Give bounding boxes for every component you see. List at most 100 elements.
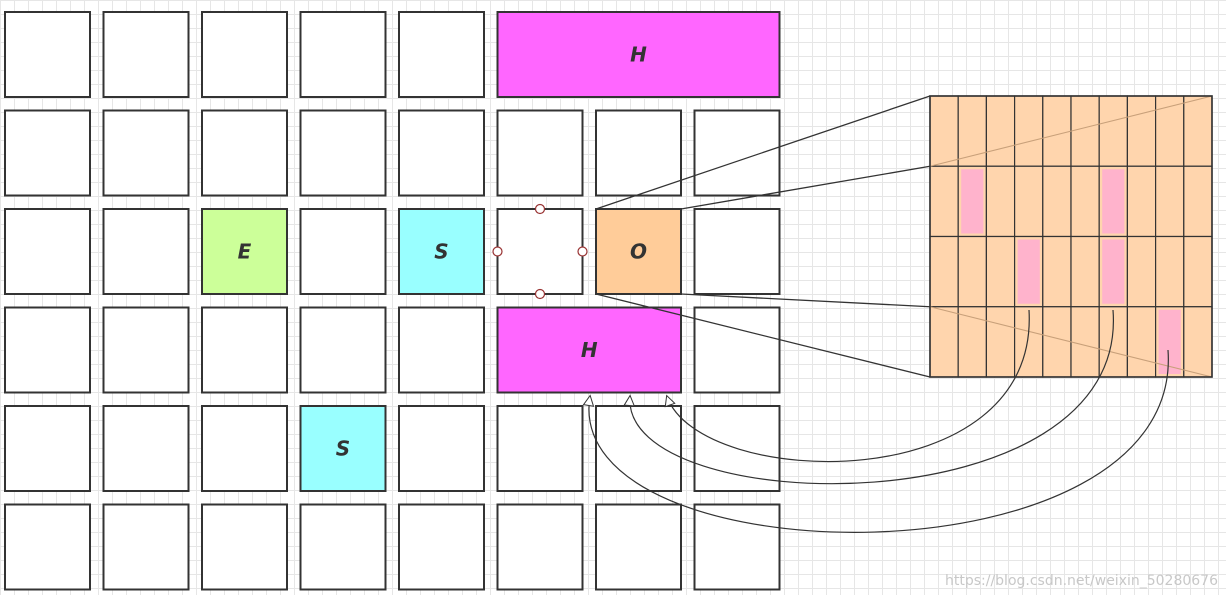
detail-subcell (1042, 95, 1072, 167)
detail-subcell (929, 306, 959, 378)
grid-cell-empty (595, 503, 682, 591)
grid-cell-h: H (496, 306, 682, 394)
grid-cell-empty (398, 109, 485, 197)
grid-cell-empty (201, 306, 288, 394)
grid-cell-e: E (201, 208, 288, 295)
selection-handle[interactable] (577, 246, 588, 257)
detail-subcell (1013, 95, 1044, 167)
detail-guide-line (929, 95, 1213, 167)
detail-subcell (929, 235, 959, 308)
detail-subcell (929, 95, 959, 167)
zoom-line (680, 165, 931, 210)
grid-cell-empty (693, 503, 781, 591)
grid-cell-empty (4, 208, 91, 295)
detail-subcell (1098, 95, 1128, 167)
grid-cell-s: S (398, 208, 485, 295)
grid-cell-empty (299, 109, 387, 197)
cell-label: E (238, 240, 252, 264)
detail-subcell (1183, 165, 1213, 238)
detail-subcell (1013, 165, 1044, 238)
grid-cell-empty (496, 109, 584, 197)
grid-cell-empty (4, 109, 91, 197)
grid-cell-empty (595, 109, 682, 197)
highlight-mark (961, 169, 984, 234)
grid-cell-empty (398, 503, 485, 591)
detail-subcell (957, 235, 988, 308)
grid-cell-s: S (299, 405, 387, 492)
zoom-line (595, 293, 931, 378)
grid-cell-empty (496, 503, 584, 591)
arrow-curve (623, 309, 1114, 485)
detail-subcell (985, 165, 1016, 238)
grid-cell-empty (201, 11, 288, 98)
grid-cell-empty (693, 306, 781, 394)
detail-subcell (1070, 235, 1100, 308)
grid-cell-empty (4, 306, 91, 394)
detail-subcell (929, 165, 959, 238)
grid-cell-empty (201, 109, 288, 197)
grid-cell-empty (201, 503, 288, 591)
selection-handle[interactable] (534, 288, 546, 300)
detail-border (929, 95, 1213, 378)
detail-subcell (1154, 95, 1185, 167)
detail-subcell (1154, 165, 1185, 238)
grid-cell-empty (4, 503, 91, 591)
selection-handle[interactable] (534, 203, 546, 215)
grid-cell-selected (496, 208, 584, 295)
zoom-connector-lines (595, 95, 931, 378)
cell-label: H (581, 338, 598, 362)
grid-cell-empty (299, 503, 387, 591)
arrow-curve (664, 309, 1030, 463)
grid-cell-empty (201, 405, 288, 492)
grid-cell-empty (102, 405, 190, 492)
detail-subcell (1126, 165, 1157, 238)
detail-subcell (1042, 235, 1072, 308)
grid-cell-empty (299, 306, 387, 394)
grid-cell-empty (496, 405, 584, 492)
grid-cell-empty (398, 306, 485, 394)
grid-cell-empty (595, 405, 682, 492)
grid-cell-empty (693, 109, 781, 197)
grid-cell-empty (4, 405, 91, 492)
cell-label: S (336, 437, 350, 461)
grid-cell-empty (299, 11, 387, 98)
detail-guide-line (929, 306, 1213, 378)
grid-cell-empty (102, 306, 190, 394)
detail-subcell (1042, 165, 1072, 238)
grid-cell-empty (102, 11, 190, 98)
detail-subcell (1070, 165, 1100, 238)
detail-subcell (1126, 306, 1157, 378)
grid-cell-empty (102, 503, 190, 591)
zoom-line (595, 95, 931, 210)
detail-subcell (1126, 95, 1157, 167)
cell-label: S (434, 240, 448, 264)
grid-cell-empty (102, 208, 190, 295)
cell-label: H (630, 43, 647, 67)
detail-subcell (985, 95, 1016, 167)
grid-cell-o: O (595, 208, 682, 295)
selection-handle[interactable] (492, 246, 503, 257)
cell-label: O (630, 240, 647, 264)
cell-grid: H E S O H S (4, 11, 781, 591)
grid-cell-empty (102, 109, 190, 197)
watermark-text: https://blog.csdn.net/weixin_50280676 (944, 573, 1218, 589)
highlight-mark (1102, 239, 1125, 304)
highlight-mark (1158, 309, 1181, 374)
detail-subcell (1183, 235, 1213, 308)
detail-subcell (1070, 95, 1100, 167)
grid-cell-empty (398, 405, 485, 492)
selection-handles (492, 203, 588, 300)
highlight-mark (1102, 169, 1125, 234)
grid-cell-h: H (496, 11, 781, 98)
highlight-mark (1017, 239, 1040, 304)
detail-subcell (1154, 235, 1185, 308)
grid-cell-empty (299, 208, 387, 295)
detail-subcell (1126, 235, 1157, 308)
detail-subcell (985, 306, 1016, 378)
grid-cell-empty (693, 208, 781, 295)
arrow-curves (582, 309, 1169, 533)
detail-subcell (1042, 306, 1072, 378)
detail-subcell (985, 235, 1016, 308)
detail-subcell (1183, 95, 1213, 167)
